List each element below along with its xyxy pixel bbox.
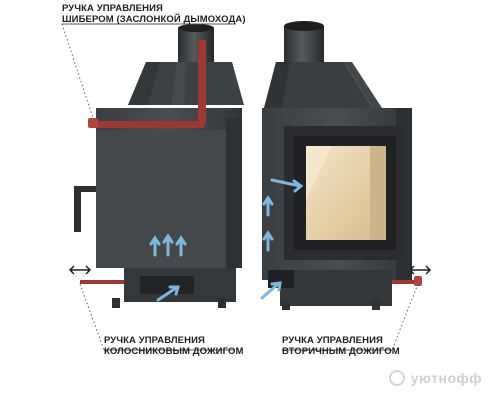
- callout-secondary-afterburn: РУЧКА УПРАВЛЕНИЯ ВТОРИЧНЫМ ДОЖИГОМ: [282, 335, 400, 357]
- fireplace-front-view: [260, 21, 432, 310]
- callout-grate-afterburn: РУЧКА УПРАВЛЕНИЯ КОЛОСНИКОВЫМ ДОЖИГОМ: [104, 335, 243, 357]
- watermark-text: уютнофф: [410, 370, 482, 386]
- fireplace-side-view: [68, 24, 244, 308]
- callout-flue-damper: РУЧКА УПРАВЛЕНИЯ ШИБЕРОМ (ЗАСЛОНКОЙ ДЫМО…: [62, 3, 246, 25]
- watermark: уютнофф: [388, 370, 482, 386]
- callout-lines: [61, 23, 419, 351]
- watermark-logo-icon: [388, 370, 405, 386]
- callout-flue-damper-line1: РУЧКА УПРАВЛЕНИЯ: [62, 3, 163, 14]
- callout-flue-damper-line2: ШИБЕРОМ (ЗАСЛОНКОЙ ДЫМОХОДА): [62, 14, 246, 25]
- callout-secondary-afterburn-line2: ВТОРИЧНЫМ ДОЖИГОМ: [282, 346, 400, 357]
- callout-secondary-afterburn-line1: РУЧКА УПРАВЛЕНИЯ: [282, 335, 383, 346]
- callout-grate-afterburn-line2: КОЛОСНИКОВЫМ ДОЖИГОМ: [104, 346, 244, 357]
- callout-grate-afterburn-line1: РУЧКА УПРАВЛЕНИЯ: [104, 335, 205, 346]
